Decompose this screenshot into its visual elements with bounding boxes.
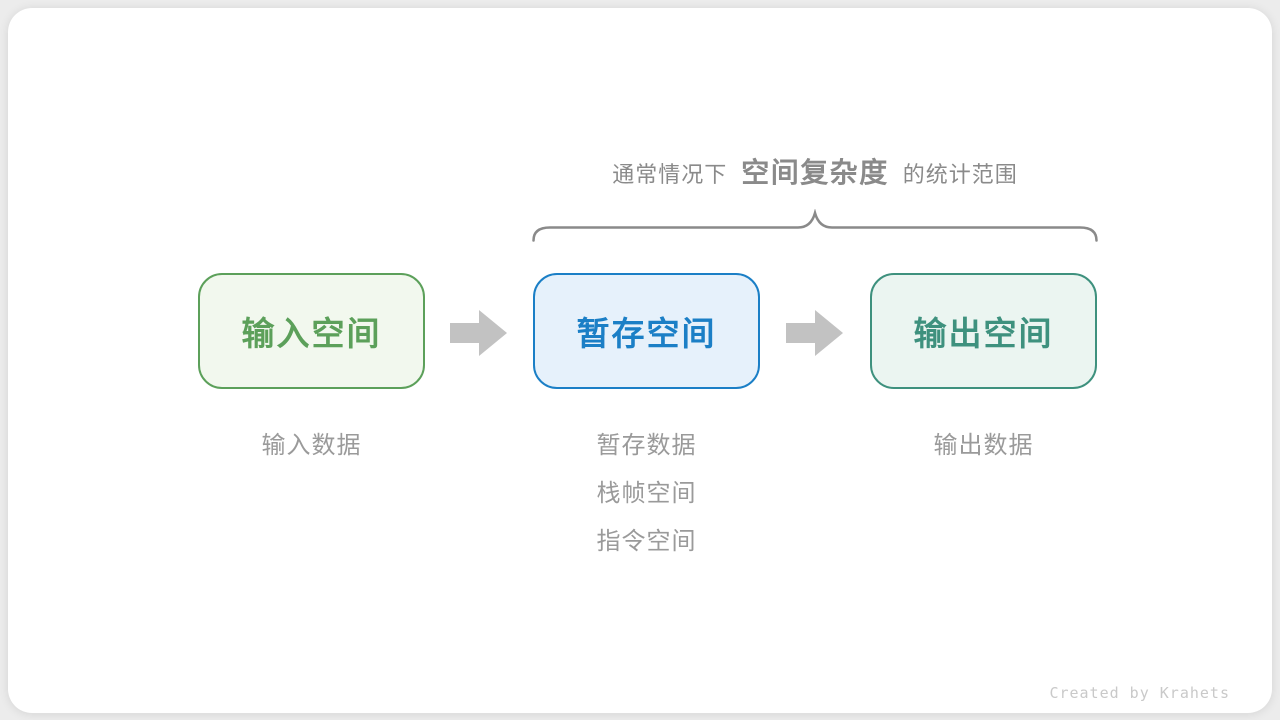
note-line: 输入数据: [261, 432, 362, 459]
temporary-space-label: 暂存空间: [576, 315, 717, 352]
output-space-notes: 输出数据: [870, 422, 1097, 470]
credit-text: Created by Krahets: [1049, 684, 1230, 702]
output-space-label: 输出空间: [913, 315, 1054, 352]
curly-brace: [532, 209, 1098, 242]
input-space-box: 输入空间: [198, 273, 425, 389]
arrow-right-shape: [450, 310, 507, 356]
arrow-right-shape: [786, 310, 843, 356]
scope-annotation: 通常情况下 空间复杂度 的统计范围: [532, 151, 1098, 193]
output-space-box: 输出空间: [870, 273, 1097, 389]
arrow-right-icon: [450, 310, 507, 356]
note-line: 输出数据: [933, 432, 1034, 459]
note-line: 栈帧空间: [596, 480, 697, 507]
temporary-space-notes: 暂存数据 栈帧空间 指令空间: [533, 422, 760, 566]
annotation-prefix: 通常情况下: [612, 162, 728, 187]
input-space-label: 输入空间: [241, 315, 382, 352]
annotation-suffix: 的统计范围: [902, 162, 1018, 187]
arrow-right-icon: [786, 310, 843, 356]
note-line: 暂存数据: [596, 432, 697, 459]
curly-brace-path: [532, 209, 1098, 242]
diagram-card: 通常情况下 空间复杂度 的统计范围 输入空间 暂存空间 输出空间: [8, 8, 1272, 713]
input-space-notes: 输入数据: [198, 422, 425, 470]
annotation-highlight: 空间复杂度: [741, 157, 889, 188]
note-line: 指令空间: [596, 528, 697, 555]
temporary-space-box: 暂存空间: [533, 273, 760, 389]
